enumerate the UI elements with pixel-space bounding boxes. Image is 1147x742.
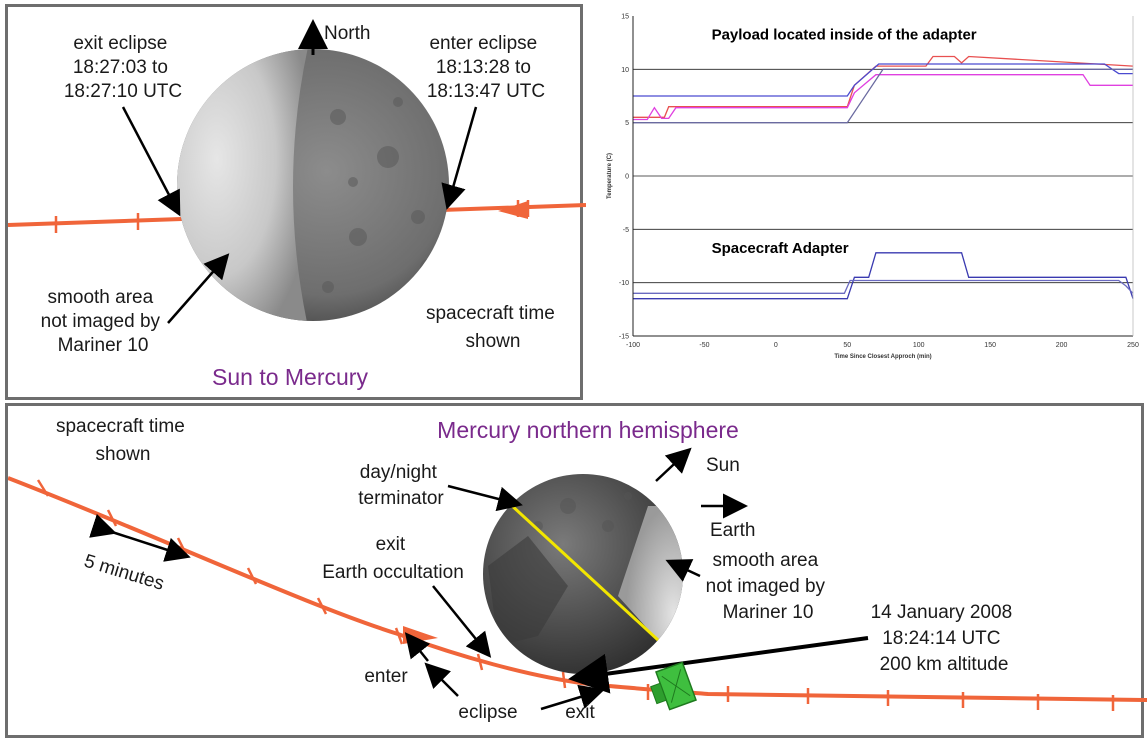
x-tick-label: 200 (1056, 342, 1068, 349)
exit-occultation-arrow (432, 585, 492, 658)
enter-label: enter (364, 666, 408, 687)
y-axis-title: Temperature (C) (607, 153, 613, 199)
earth-label: Earth (710, 520, 755, 541)
northern-hemisphere-diagram: Mercury northern hemisphere spacecraft t… (8, 416, 1147, 723)
sun-to-mercury-title: Sun to Mercury (212, 364, 368, 390)
series-line-4 (633, 68, 1133, 124)
chart-annotation-1: Payload located inside of the adapter (712, 26, 977, 43)
enter-eclipse-label: enter eclipse 18:13:28 to 18:13:47 UTC (427, 33, 545, 102)
enter-eclipse-arrow (441, 106, 478, 210)
series-line-3 (633, 63, 1133, 97)
y-tick-label: -5 (623, 227, 629, 234)
y-tick-label: 15 (621, 14, 629, 21)
five-minutes-label: 5 minutes (82, 551, 167, 595)
eclipse-to-enter-arrow (424, 662, 459, 697)
x-tick-label: 100 (913, 342, 925, 349)
northern-hemisphere-panel: Mercury northern hemisphere spacecraft t… (5, 403, 1147, 738)
chart-annotations: Payload located inside of the adapterSpa… (712, 26, 977, 256)
exit-label: exit (565, 702, 595, 723)
spacecraft-time-label: spacecraft time shown (426, 303, 560, 352)
trajectory-direction-arrow (498, 201, 528, 219)
sun-to-mercury-diagram: North exit eclipse 18:27:03 to 18:27:10 … (8, 19, 586, 390)
mercury-northern-hemisphere (483, 474, 683, 674)
closest-approach-label: 14 January 2008 18:24:14 UTC 200 km alti… (871, 602, 1018, 675)
series-line-1 (633, 55, 1134, 118)
x-axis-title: Time Since Closest Approch (min) (834, 354, 931, 360)
chart-annotation-2: Spacecraft Adapter (712, 240, 849, 257)
smooth-area-label: smooth area not imaged by Mariner 10 (41, 287, 166, 356)
exit-eclipse-label: exit eclipse 18:27:03 to 18:27:10 UTC (64, 33, 182, 102)
spacecraft-time-label-bottom: spacecraft time shown (56, 416, 190, 465)
enter-arrow (404, 632, 431, 662)
series-line-5 (633, 252, 1134, 300)
five-minutes-arrow (89, 513, 191, 562)
mercury-planet (177, 49, 449, 321)
series-line-2 (633, 74, 1133, 121)
smooth-area-arrow (167, 253, 230, 324)
x-tick-label: 0 (774, 342, 778, 349)
chart-gridlines (633, 68, 1133, 284)
terminator-label: day/night terminator (358, 462, 444, 509)
smooth-area-label-bottom: smooth area not imaged by Mariner 10 (706, 550, 831, 623)
x-tick-label: 250 (1127, 342, 1139, 349)
exit-occultation-label: exit Earth occultation (322, 534, 464, 583)
x-tick-label: 150 (984, 342, 996, 349)
northern-hemisphere-title: Mercury northern hemisphere (437, 417, 739, 443)
closest-approach-arrow (568, 636, 869, 694)
terminator-arrow (447, 484, 523, 512)
day-night-terminator-line (508, 502, 660, 642)
x-tick-label: -50 (699, 342, 709, 349)
y-tick-label: 10 (621, 67, 629, 74)
x-tick-label: -100 (626, 342, 640, 349)
y-tick-label: 5 (625, 120, 629, 127)
y-tick-label: 0 (625, 174, 629, 181)
y-tick-label: -15 (619, 334, 629, 341)
exit-eclipse-arrow (121, 106, 181, 217)
chart-series (633, 55, 1134, 300)
sun-direction-icon (655, 447, 692, 482)
eclipse-label: eclipse (458, 702, 517, 723)
x-tick-label: 50 (843, 342, 851, 349)
eclipse-exit-arrow (540, 684, 605, 711)
sun-to-mercury-panel: North exit eclipse 18:27:03 to 18:27:10 … (5, 4, 586, 400)
series-line-6 (633, 279, 1134, 294)
north-label: North (324, 23, 370, 44)
sun-label: Sun (706, 455, 740, 476)
messenger-spacecraft-icon (650, 661, 697, 711)
y-tick-label: -10 (619, 280, 629, 287)
smooth-area-arrow-bottom (665, 559, 701, 582)
